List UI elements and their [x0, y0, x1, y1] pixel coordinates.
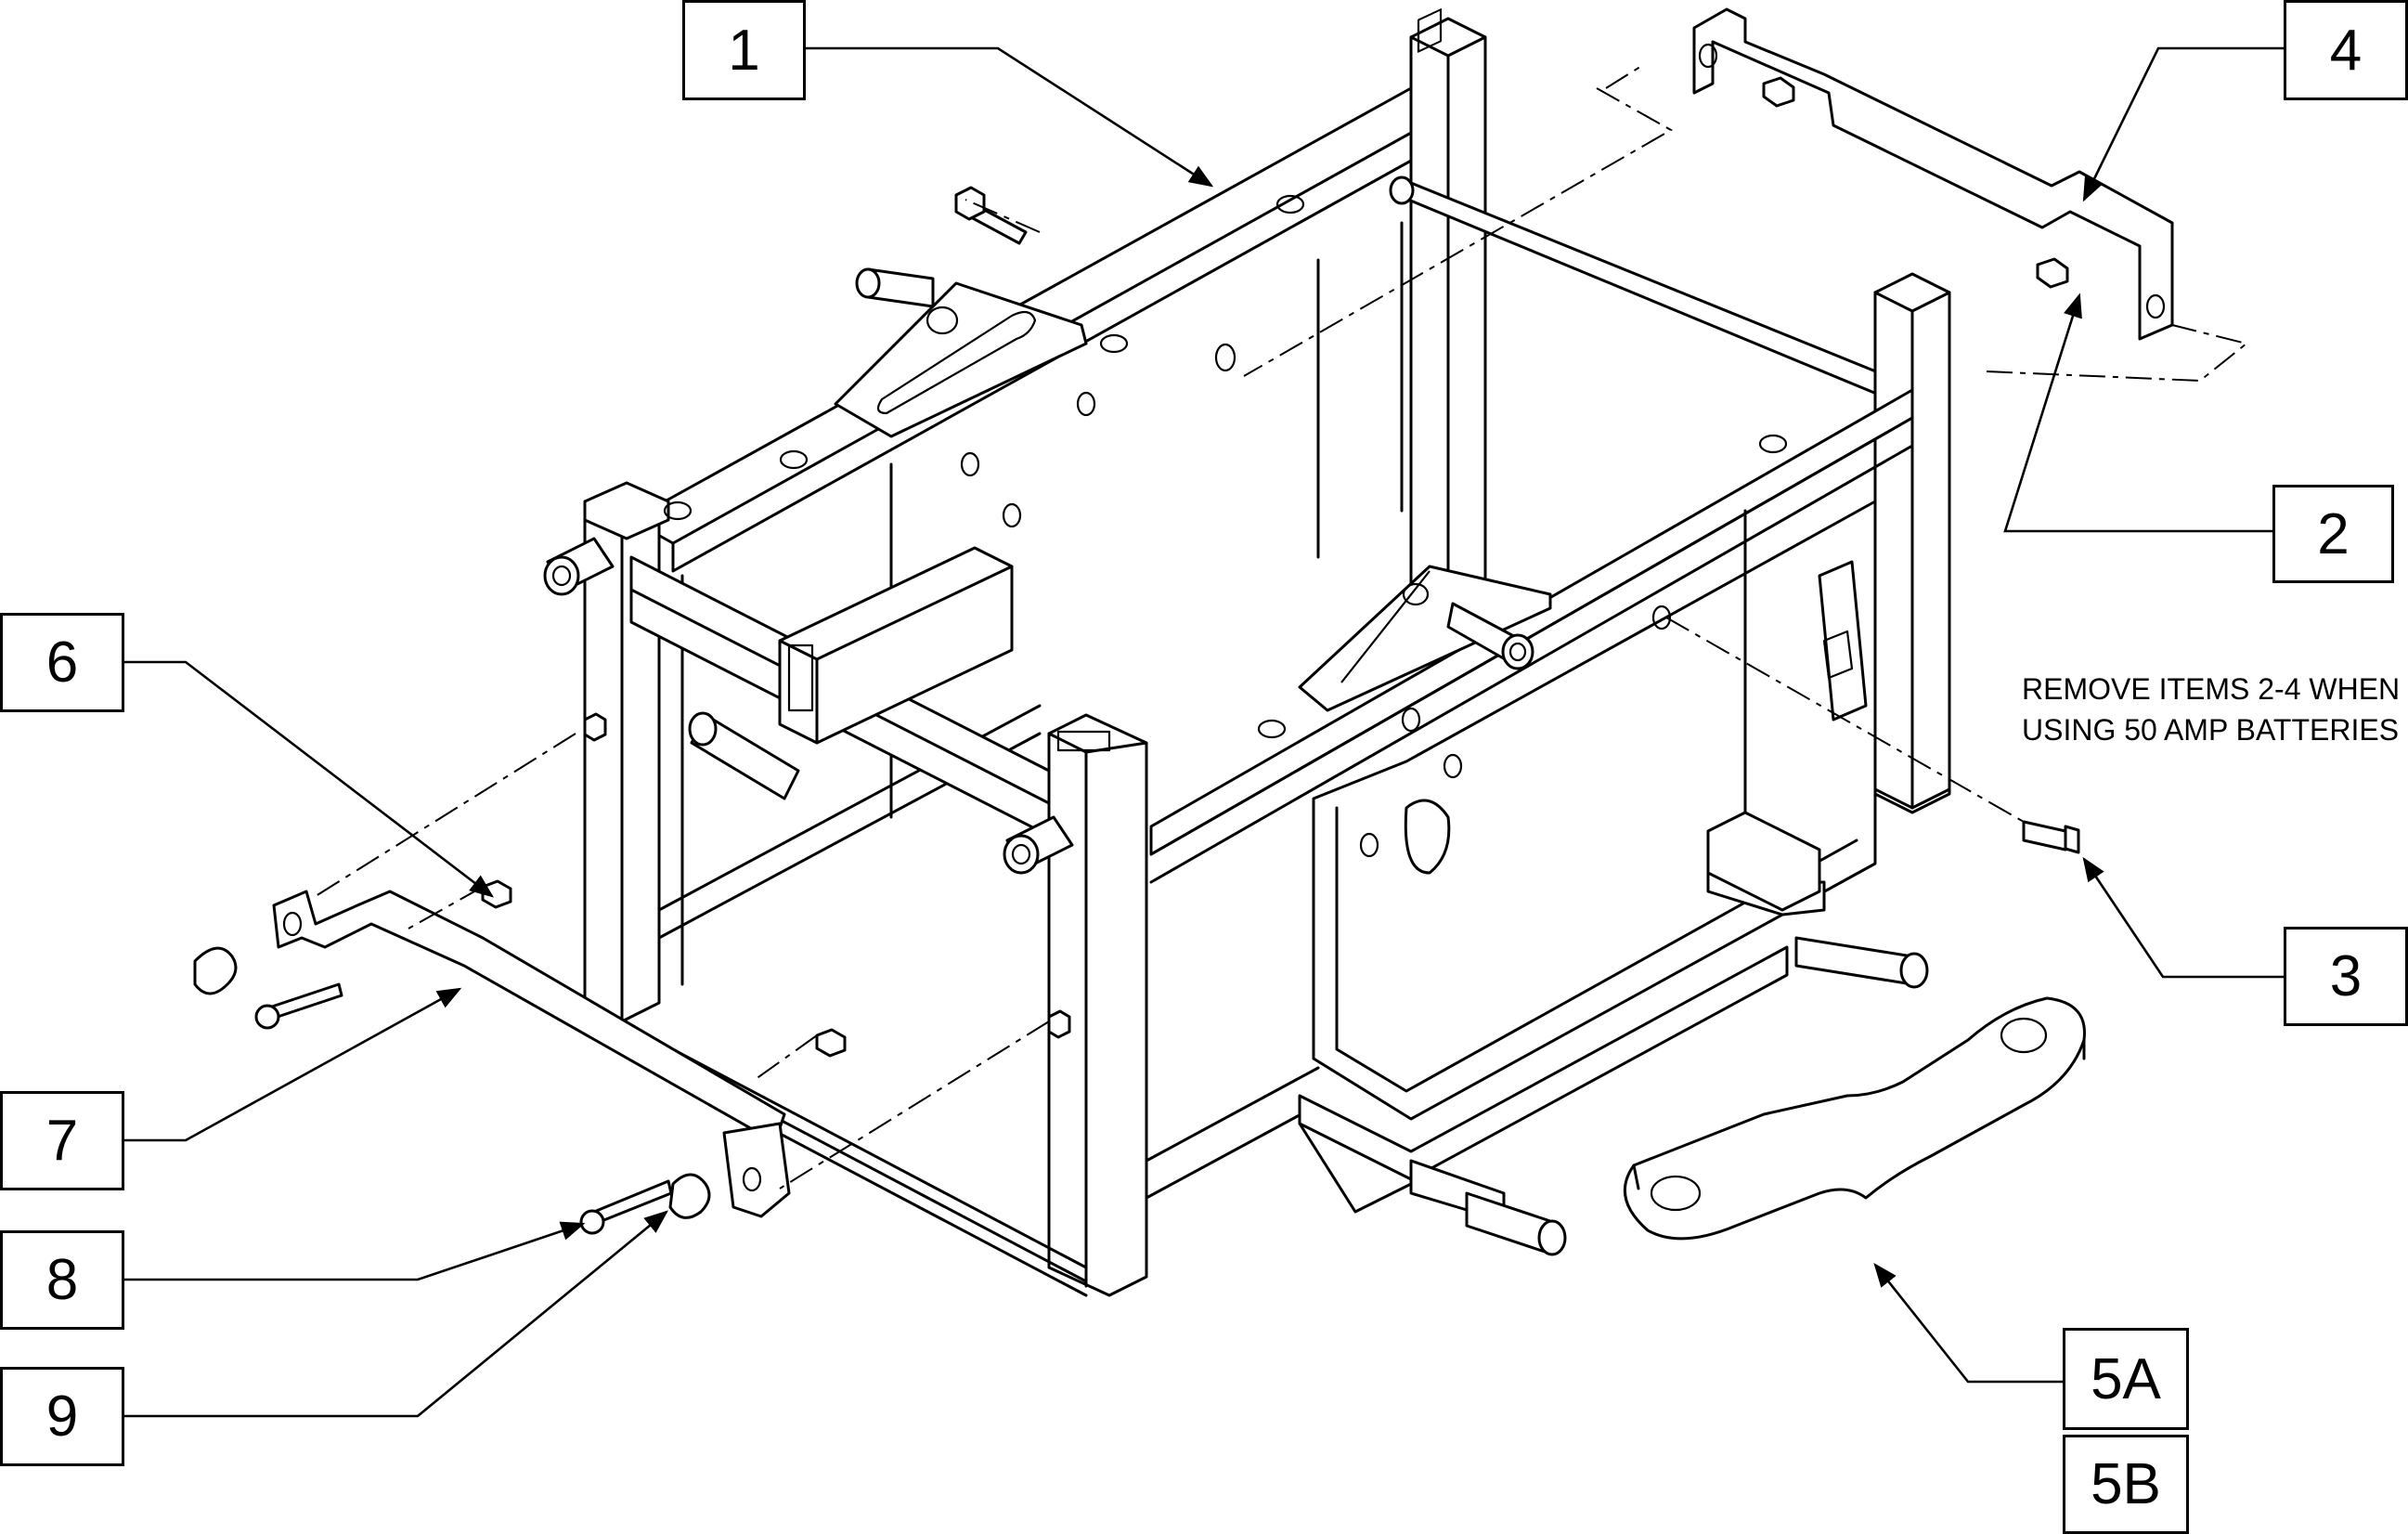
bolt-item-3 — [2022, 820, 2080, 854]
callout-2: 2 — [2272, 485, 2394, 583]
callout-7: 7 — [0, 1091, 124, 1190]
callout-5b: 5B — [2063, 1435, 2189, 1534]
callout-6: 6 — [0, 613, 124, 712]
nuts-item-6 — [481, 712, 1071, 1058]
bolt-top-rail — [954, 186, 1028, 245]
frame-pins — [543, 267, 1929, 1256]
callout-3: 3 — [2284, 927, 2408, 1026]
removal-note: REMOVE ITEMS 2-4 WHEN USING 50 AMP BATTE… — [2022, 669, 2400, 750]
front-hold-down-bracket — [272, 890, 791, 1218]
callout-9: 9 — [0, 1367, 124, 1466]
callout-8: 8 — [0, 1230, 124, 1330]
callout-4: 4 — [2284, 0, 2408, 100]
link-item-5a — [1623, 996, 2086, 1241]
battery-tray-frame — [543, 8, 1951, 1297]
wing-nuts-item-9 — [193, 946, 711, 1219]
leader-lines — [124, 46, 2284, 1418]
assembly-lines — [315, 64, 2249, 1190]
removal-note-line2: USING 50 AMP BATTERIES — [2022, 713, 2400, 747]
callout-5a: 5A — [2063, 1328, 2189, 1430]
removal-note-line1: REMOVE ITEMS 2-4 WHEN — [2022, 672, 2401, 706]
frame-holes — [663, 194, 1788, 858]
hold-down-bracket-top — [1692, 7, 2174, 341]
callout-1: 1 — [682, 0, 806, 100]
screws-item-8 — [254, 982, 673, 1235]
